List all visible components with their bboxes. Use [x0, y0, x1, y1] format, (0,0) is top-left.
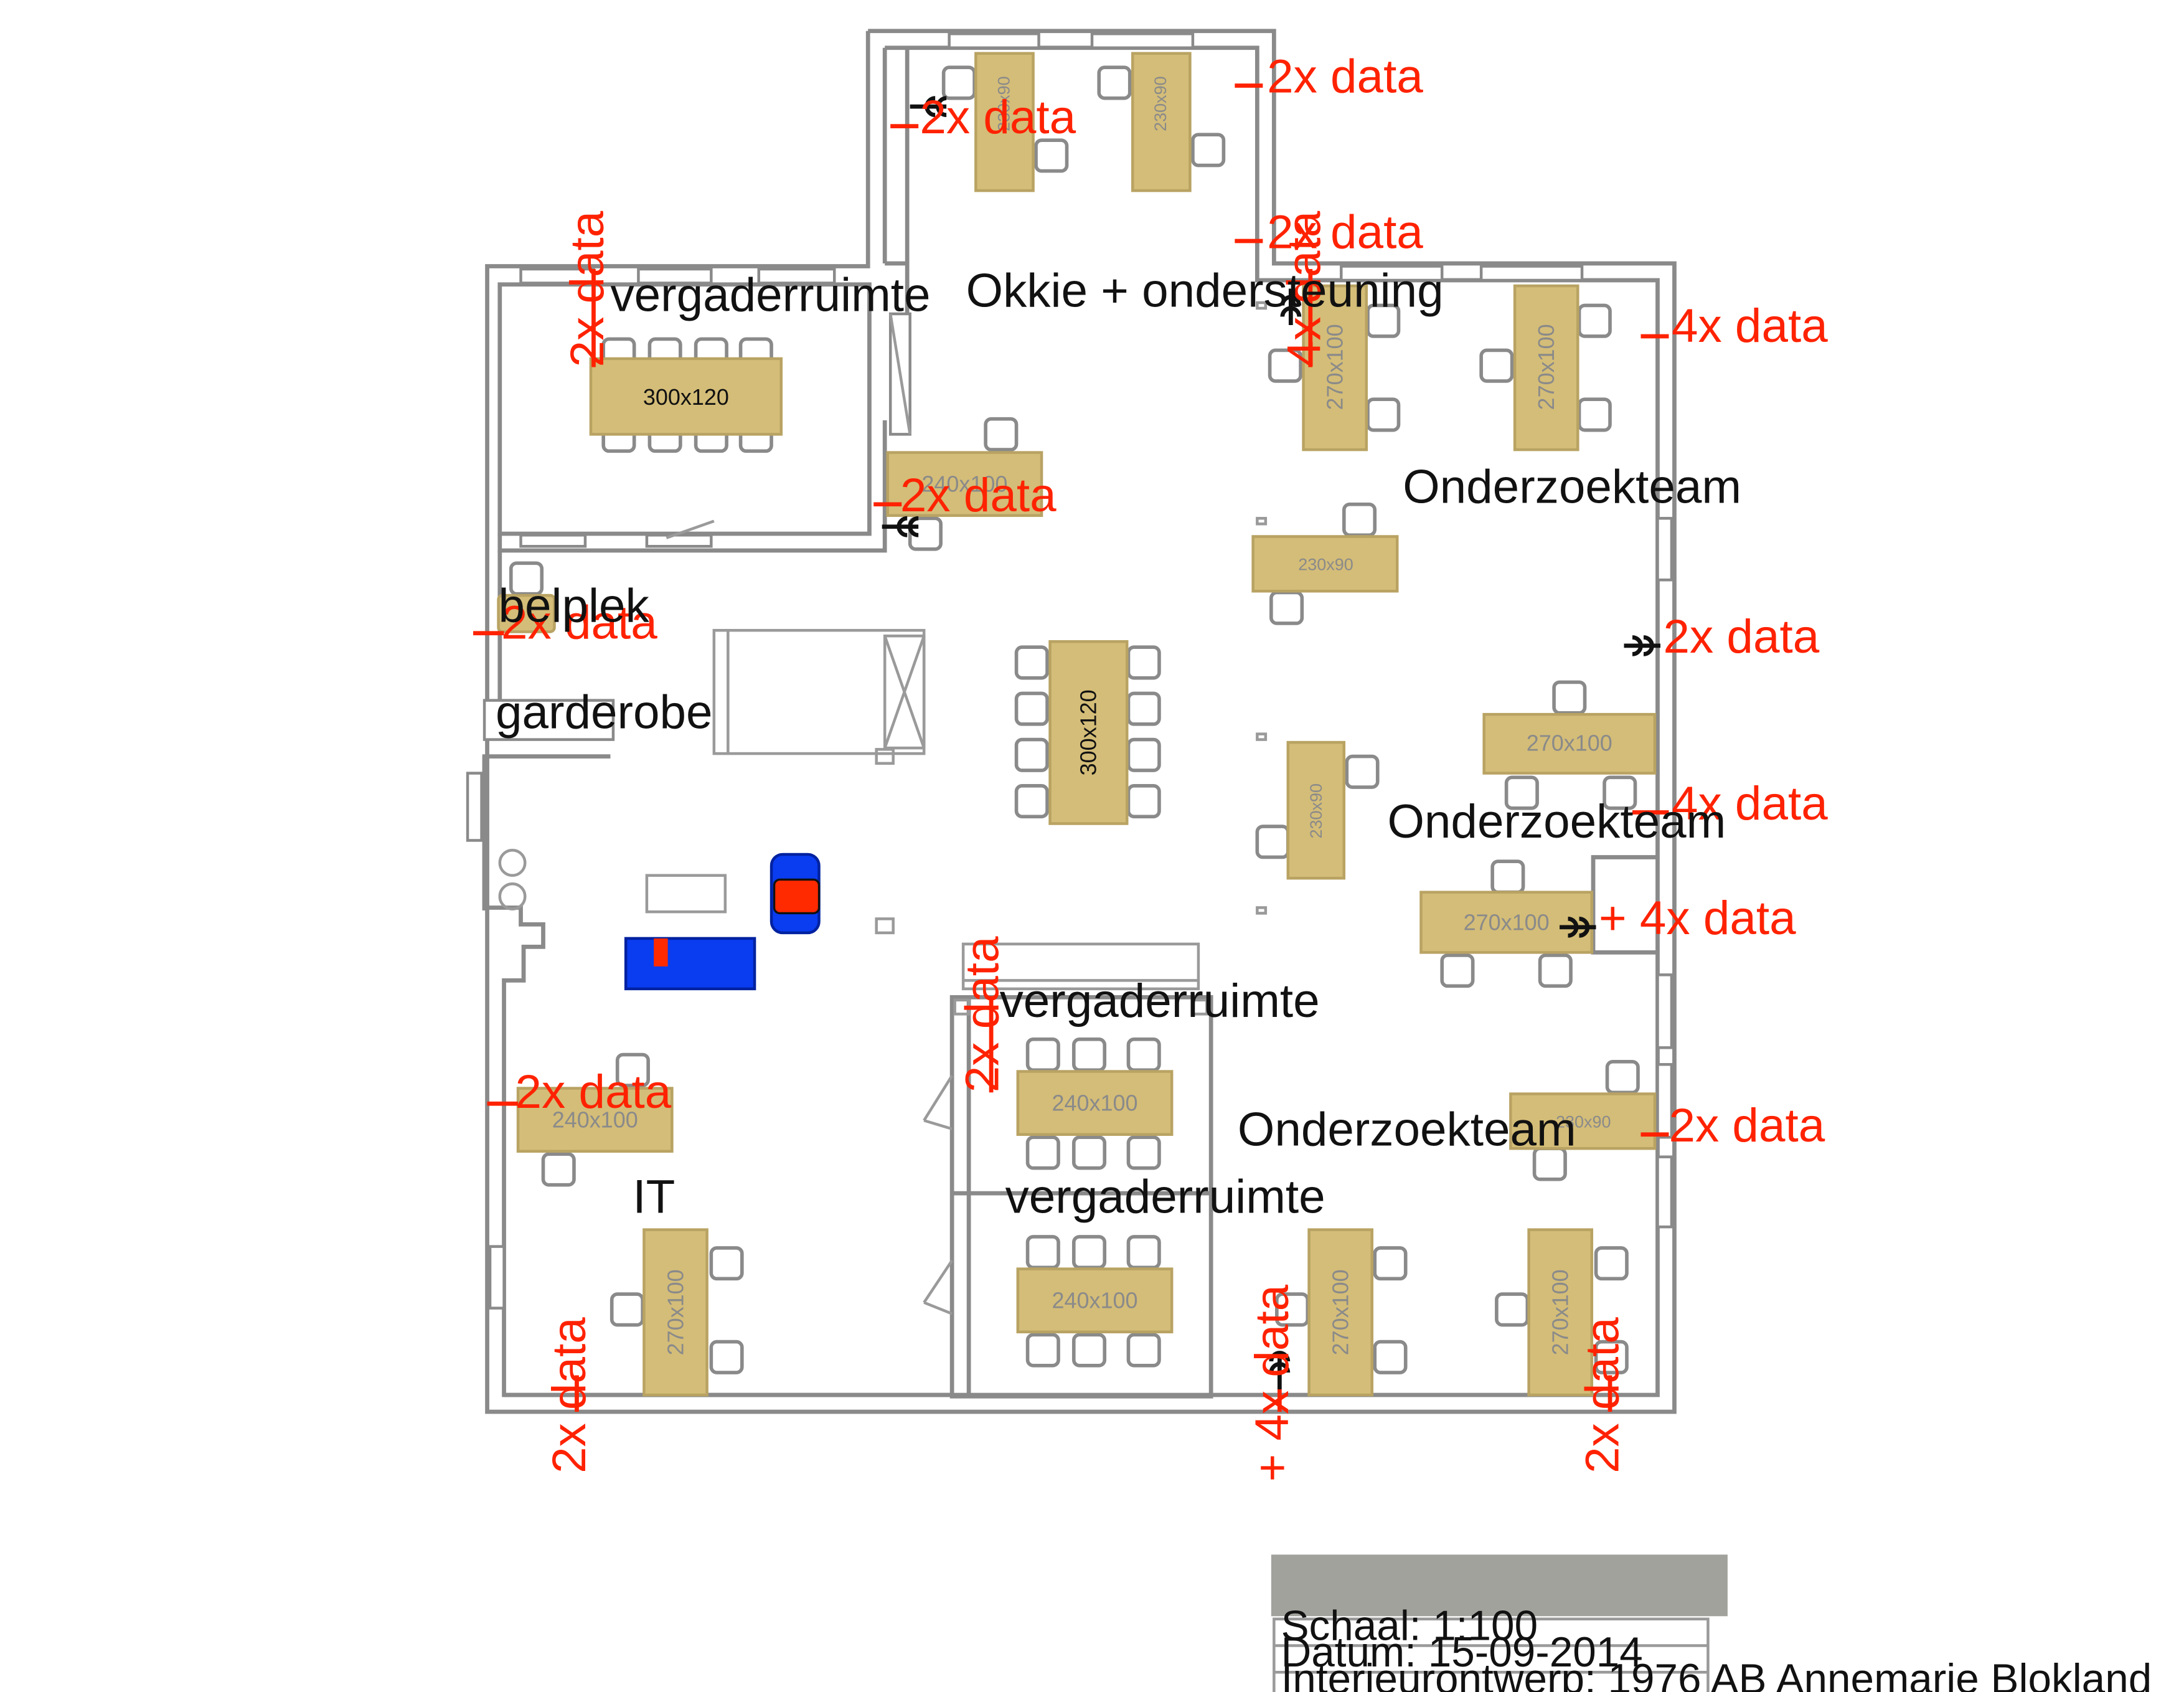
table-label: 240x100 — [1052, 1288, 1137, 1313]
room-label-meeting-low: vergaderruimte — [1005, 1171, 1325, 1224]
data-label: 2x data — [1576, 1317, 1629, 1473]
socket-symbols — [882, 96, 1660, 1390]
table-label: 230x90 — [1307, 783, 1325, 838]
fixtures — [482, 301, 1268, 1315]
room-label-okkie: Okkie + ondersteuning — [966, 265, 1444, 318]
table-label: 240x100 — [1052, 1090, 1137, 1116]
table-label: 300x120 — [643, 384, 729, 410]
table-240x100-okkie — [886, 451, 1043, 518]
table-label: 270x100 — [1464, 909, 1550, 935]
table-label: 230x90 — [1151, 76, 1170, 131]
table-label: 270x100 — [1328, 1269, 1353, 1355]
data-label: 2x data — [501, 597, 657, 650]
table-240x100-it — [516, 1087, 674, 1153]
table-300x120-meeting — [589, 357, 783, 436]
table-270x100-e — [1307, 1228, 1373, 1397]
blue-cabinet — [624, 937, 756, 991]
table-240x100-meeting-1 — [1016, 1070, 1174, 1136]
room-label-research-2: Onderzoekteam — [1387, 795, 1726, 848]
table-270x100-b — [1513, 284, 1579, 451]
data-label: 2x data — [956, 936, 1009, 1092]
table-label: 230x90 — [1298, 555, 1353, 574]
table-230x90-b — [1131, 52, 1192, 192]
red-object — [773, 878, 821, 915]
data-label: 2x data — [1267, 206, 1423, 258]
title-date: Datum: 15-09-2014 — [1281, 1629, 1643, 1676]
room-label-meeting-mid: vergaderruimte — [1000, 975, 1320, 1028]
room-label-research-1: Onderzoekteam — [1403, 461, 1741, 514]
socket-icon — [882, 516, 919, 537]
table-230x90-a — [974, 52, 1035, 192]
room-label-research-3: Onderzoekteam — [1238, 1104, 1576, 1156]
room-labels: vergaderruimte Okkie + ondersteuning Ond… — [496, 265, 1741, 1224]
data-labels: 2x data 2x data 2x data 2x data 4x data … — [501, 50, 1828, 1482]
phone-spot-desk — [497, 593, 556, 633]
room-label-wardrobe: garderobe — [496, 686, 712, 739]
red-marker — [654, 938, 668, 967]
data-label: 2x data — [920, 91, 1076, 144]
data-label: 2x data — [561, 210, 614, 367]
title-block: Schaal: 1:100 Datum: 15-09-2014 Interieu… — [1271, 1554, 2152, 1692]
table-270x100-d — [1419, 891, 1594, 954]
table-240x100-meeting-2 — [1016, 1267, 1174, 1334]
table-label: 270x100 — [1322, 324, 1348, 410]
room-label-it: IT — [633, 1171, 675, 1224]
socket-icon — [1280, 288, 1302, 325]
wardrobe-rack — [482, 699, 615, 741]
table-270x100-c — [1482, 712, 1657, 775]
data-label: 2x data — [543, 1317, 596, 1473]
data-label: 2x data — [900, 469, 1057, 522]
table-label: 300x120 — [1076, 689, 1101, 775]
table-300x120-center — [1048, 640, 1129, 825]
data-label: + 4x data — [1599, 892, 1796, 945]
table-270x100-a — [1302, 284, 1368, 451]
data-label: 2x data — [1663, 610, 1819, 663]
table-label: 230x90 — [994, 76, 1013, 131]
table-230x90-e — [1509, 1092, 1657, 1150]
room-label-phone-spot: belplek — [499, 580, 650, 633]
socket-icon — [1269, 1351, 1291, 1390]
socket-icon — [1624, 635, 1660, 656]
data-label: 4x data — [1278, 210, 1331, 367]
table-270x100-f — [1527, 1228, 1594, 1397]
room-label-meeting-top: vergaderruimte — [610, 268, 930, 321]
data-lines — [473, 83, 1669, 1412]
table-label: 240x100 — [921, 471, 1007, 497]
table-230x90-c — [1251, 535, 1399, 593]
data-label: 2x data — [1267, 50, 1423, 103]
data-label: 4x data — [1672, 777, 1828, 830]
data-label: 2x data — [1669, 1099, 1825, 1152]
socket-icon — [910, 96, 947, 118]
table-label: 270x100 — [1527, 730, 1612, 756]
table-label: 270x100 — [1548, 1269, 1573, 1355]
table-label: 240x100 — [552, 1107, 638, 1132]
tables: 230x90 230x90 300x120 240x100 270x100 27… — [497, 52, 1657, 1397]
table-label: 270x100 — [662, 1269, 688, 1355]
data-label: + 4x data — [1246, 1284, 1299, 1482]
title-scale: Schaal: 1:100 — [1281, 1603, 1538, 1650]
socket-icon — [1560, 917, 1596, 938]
table-label: 270x100 — [1533, 324, 1559, 410]
data-label: 2x data — [515, 1066, 672, 1118]
table-230x90-d — [1286, 740, 1346, 880]
title-band — [1271, 1554, 1728, 1617]
table-label: 230x90 — [1556, 1112, 1611, 1131]
table-270x100-it — [642, 1228, 708, 1397]
data-label: 4x data — [1672, 300, 1828, 352]
title-designer: Interieurontwerp: 1976 AB Annemarie Blok… — [1281, 1656, 2152, 1692]
